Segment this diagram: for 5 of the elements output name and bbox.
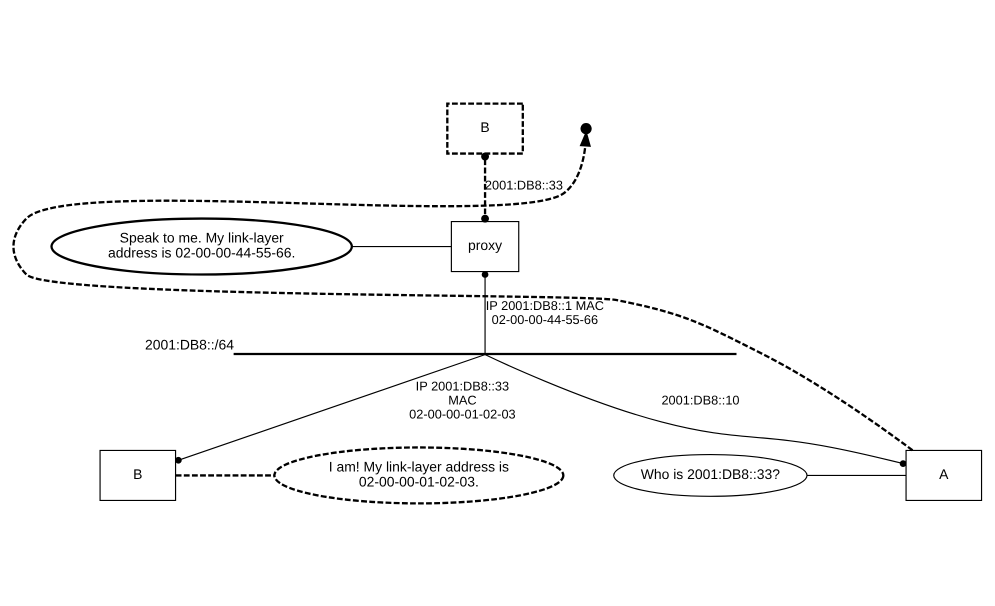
edge-label: 2001:DB8::10 (661, 392, 740, 407)
edge-label: IP 2001:DB8::1 MAC 02-00-00-44-55-66 (486, 298, 604, 327)
edge-label: 2001:DB8::33 (484, 176, 564, 192)
node-label: 2001:DB8::/64 (144, 336, 234, 352)
edge-label: IP 2001:DB8::33 MAC 02-00-00-01-02-03 (409, 378, 516, 421)
